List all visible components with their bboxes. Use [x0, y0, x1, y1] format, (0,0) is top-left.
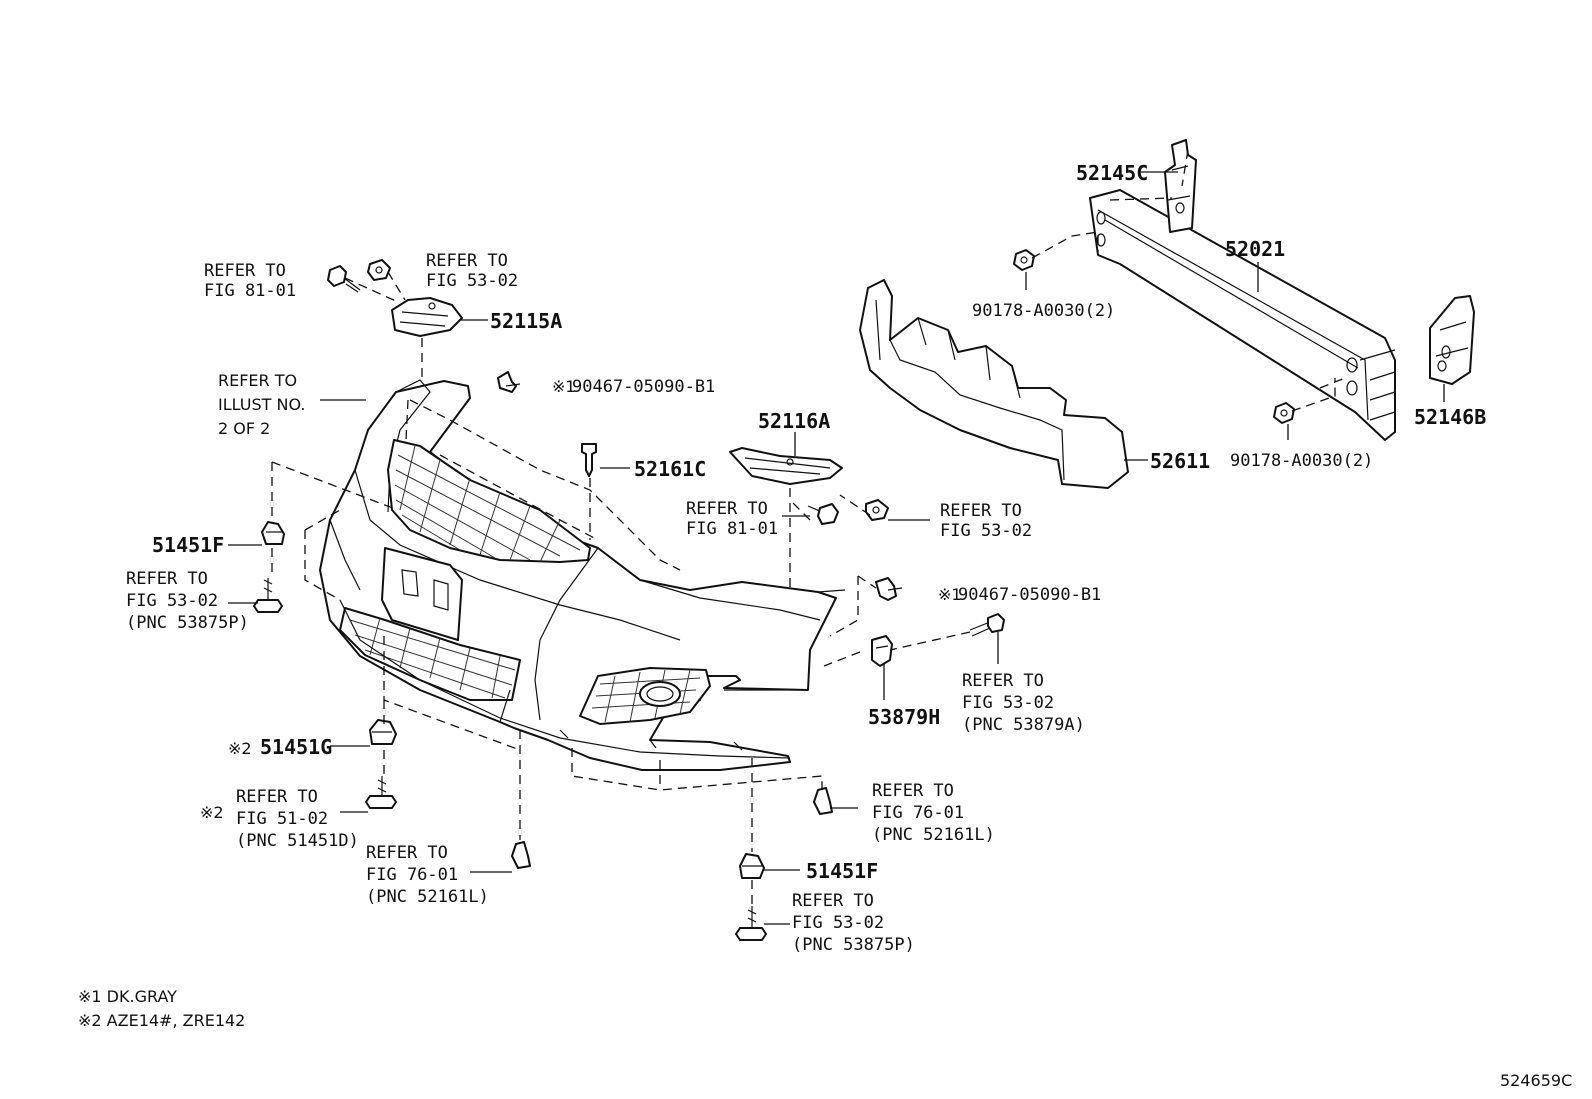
illustration-id: 524659C [1500, 1071, 1572, 1090]
svg-text:REFER TO: REFER TO [962, 671, 1044, 691]
svg-text:FIG 81-01: FIG 81-01 [204, 281, 296, 301]
label-53879h: 53879H [868, 705, 940, 729]
svg-text:FIG 53-02: FIG 53-02 [962, 693, 1054, 713]
bolt-81-01-mid [807, 503, 839, 525]
svg-text:REFER TO: REFER TO [426, 251, 508, 271]
svg-text:REFER TO: REFER TO [126, 569, 208, 589]
svg-text:FIG 51-02: FIG 51-02 [236, 809, 328, 829]
bracket-52116a [729, 447, 843, 485]
svg-text:FIG 53-02: FIG 53-02 [426, 271, 518, 291]
bracket-52145c [1164, 139, 1197, 233]
bracket-52115a [391, 297, 463, 337]
bracket-53879h [871, 635, 893, 667]
label-90178-top: 90178-A0030(2) [972, 301, 1115, 321]
clip-52161l-left [511, 841, 531, 869]
ref-fig-76-01-pnc-52161l-right: REFER TO FIG 76-01 (PNC 52161L) [872, 781, 995, 845]
nut-51451g [369, 719, 397, 745]
label-52115a: 52115A [490, 309, 562, 333]
svg-text:FIG 53-02: FIG 53-02 [940, 521, 1032, 541]
bracket-52146b [1429, 295, 1475, 385]
svg-text:2 OF 2: 2 OF 2 [218, 419, 270, 438]
svg-text:REFER TO: REFER TO [366, 843, 448, 863]
label-52611: 52611 [1150, 449, 1210, 473]
note-2-models: ※2 AZE14#, ZRE142 [78, 1011, 245, 1030]
nut-53-02-mid [865, 499, 889, 521]
svg-text:REFER TO: REFER TO [218, 371, 297, 390]
ref-fig-81-01-mid: REFER TO FIG 81-01 [686, 499, 778, 539]
screw-53879a [969, 613, 1005, 637]
absorber-52611 [859, 279, 1129, 489]
bolt-53875p-bottom [735, 906, 767, 941]
nut-90178-top [1013, 249, 1035, 271]
mark-1-clip-top: ※1 [552, 377, 576, 396]
svg-text:REFER TO: REFER TO [872, 781, 954, 801]
svg-text:(PNC 51451D): (PNC 51451D) [236, 831, 359, 851]
svg-text:FIG 53-02: FIG 53-02 [792, 913, 884, 933]
ref-fig-76-01-pnc-52161l-left: REFER TO FIG 76-01 (PNC 52161L) [366, 843, 489, 907]
bolt-81-01-top [327, 265, 361, 293]
svg-text:REFER TO: REFER TO [792, 891, 874, 911]
svg-text:(PNC 53875P): (PNC 53875P) [792, 935, 915, 955]
mark-1-clip-mid: ※1 [938, 585, 962, 604]
nut-90178-bottom [1273, 402, 1295, 424]
nut-51451f-left [261, 521, 285, 545]
clip-52161c [581, 443, 597, 477]
ref-fig-81-01-top: REFER TO FIG 81-01 [204, 261, 296, 301]
ref-fig-53-02-pnc-53875p-bottom: REFER TO FIG 53-02 (PNC 53875P) [792, 891, 915, 955]
ref-fig-53-02-pnc-53879a: REFER TO FIG 53-02 (PNC 53879A) [962, 671, 1085, 735]
ref-fig-53-02-mid: REFER TO FIG 53-02 [940, 501, 1032, 541]
label-51451g: 51451G [260, 735, 332, 759]
mark-2-51451g: ※2 [228, 739, 252, 758]
ref-illust-2-of-2: REFER TO ILLUST NO. 2 OF 2 [218, 371, 305, 438]
nut-53-02-top [367, 259, 391, 281]
label-52146b: 52146B [1414, 405, 1486, 429]
ref-fig-51-02-pnc-51451d: ※2 REFER TO FIG 51-02 (PNC 51451D) [200, 787, 359, 851]
label-clip-90467-top: 90467-05090-B1 [572, 377, 715, 397]
svg-text:FIG 53-02: FIG 53-02 [126, 591, 218, 611]
svg-text:FIG 76-01: FIG 76-01 [366, 865, 458, 885]
svg-text:REFER TO: REFER TO [236, 787, 318, 807]
svg-text:REFER TO: REFER TO [686, 499, 768, 519]
svg-text:ILLUST NO.: ILLUST NO. [218, 395, 305, 414]
label-52161c: 52161C [634, 457, 706, 481]
label-90178-bottom: 90178-A0030(2) [1230, 451, 1373, 471]
svg-text:(PNC 52161L): (PNC 52161L) [366, 887, 489, 907]
svg-text:REFER TO: REFER TO [940, 501, 1022, 521]
nut-51451f-bottom [739, 853, 765, 879]
svg-text:(PNC 53879A): (PNC 53879A) [962, 715, 1085, 735]
clip-90467-mid [875, 577, 903, 601]
label-52021: 52021 [1225, 237, 1285, 261]
ref-fig-53-02-pnc-53875p-left: REFER TO FIG 53-02 (PNC 53875P) [126, 569, 249, 633]
mark-2-51451d: ※2 [200, 803, 224, 822]
svg-text:REFER TO: REFER TO [204, 261, 286, 281]
svg-text:(PNC 52161L): (PNC 52161L) [872, 825, 995, 845]
bolt-53875p-left [253, 578, 283, 613]
label-51451f-left: 51451F [152, 533, 224, 557]
ref-fig-53-02-top: REFER TO FIG 53-02 [426, 251, 518, 291]
svg-text:FIG 81-01: FIG 81-01 [686, 519, 778, 539]
label-52145c: 52145C [1076, 161, 1148, 185]
bolt-51451d [365, 776, 397, 809]
svg-text:(PNC 53875P): (PNC 53875P) [126, 613, 249, 633]
label-52116a: 52116A [758, 409, 830, 433]
label-clip-90467-mid: 90467-05090-B1 [958, 585, 1101, 605]
bumper-cover [319, 379, 846, 771]
clip-52161l-right [813, 787, 833, 815]
note-1-dk-gray: ※1 DK.GRAY [78, 987, 177, 1006]
label-51451f-bottom: 51451F [806, 859, 878, 883]
reinforcement-52021 [1089, 189, 1396, 441]
svg-text:FIG 76-01: FIG 76-01 [872, 803, 964, 823]
clip-90467-top [497, 371, 521, 393]
